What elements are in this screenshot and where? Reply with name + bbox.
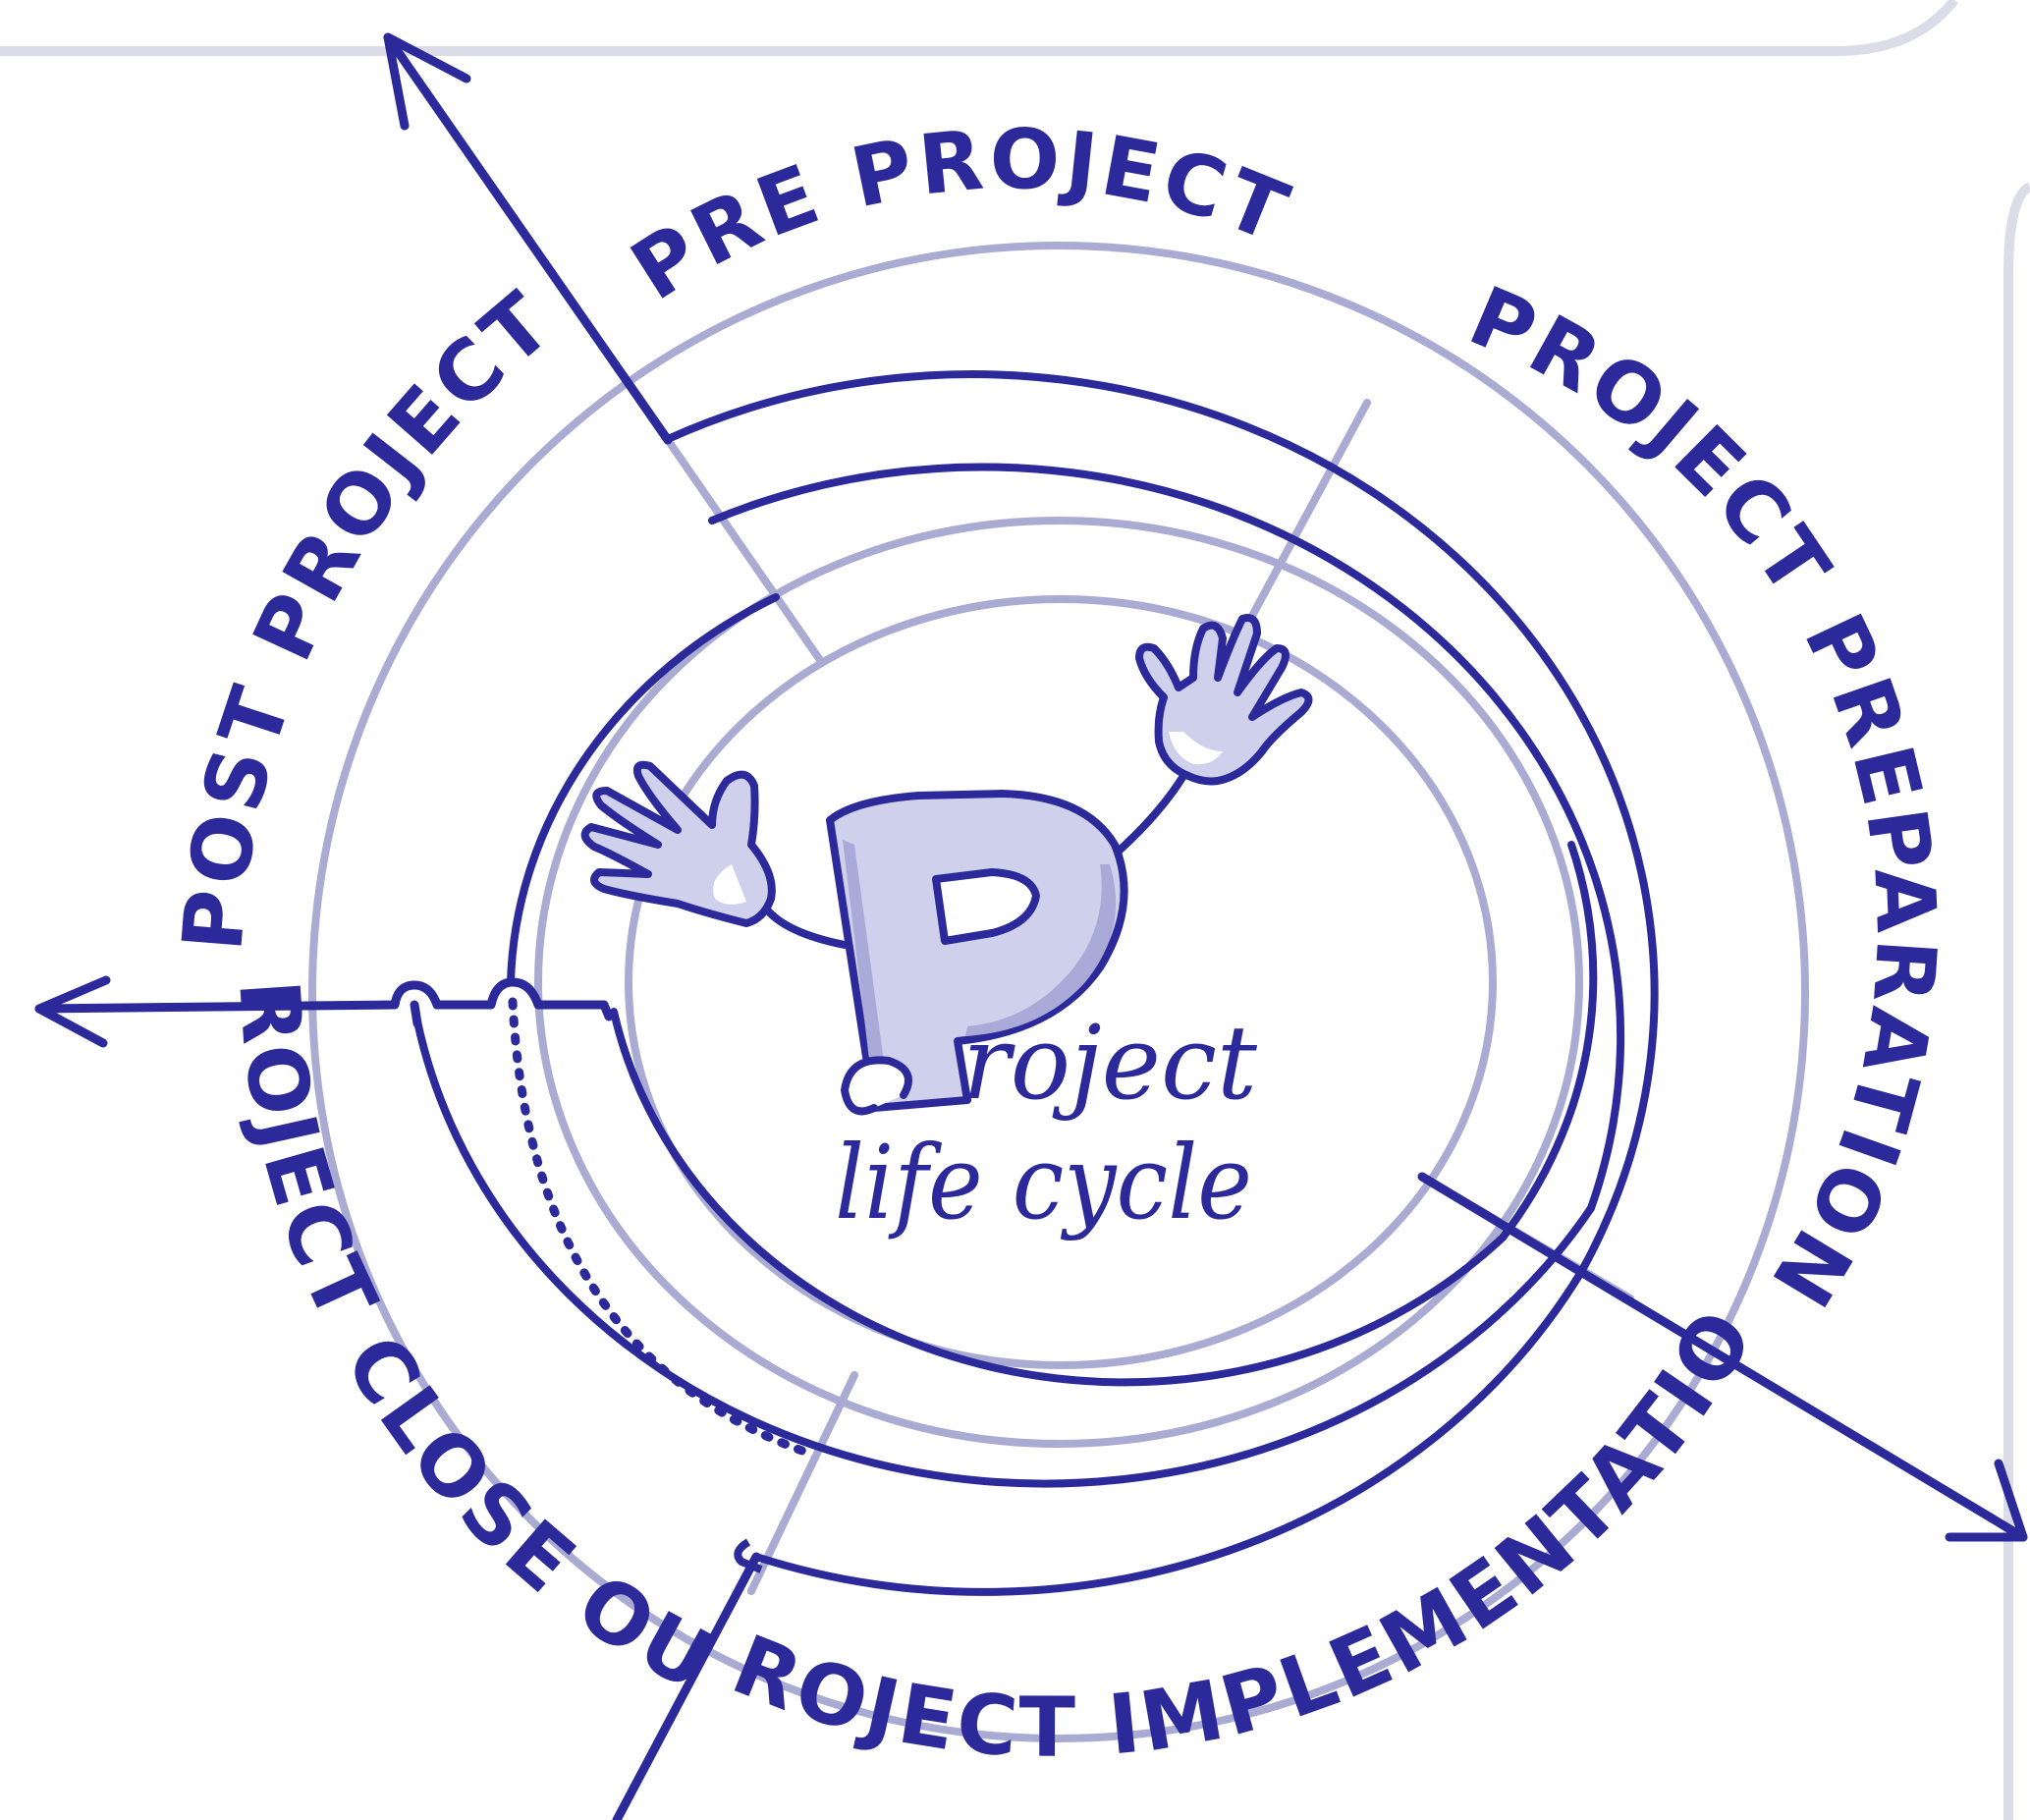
mascot xyxy=(580,614,1313,1116)
arrowhead-upleft xyxy=(383,32,471,131)
card-border-right xyxy=(2003,182,2030,1820)
center-title-roject: roject xyxy=(962,1003,1257,1123)
middle-dark-arc xyxy=(708,463,1625,1212)
mascot-letter-p-bowl xyxy=(932,868,1040,945)
center-title-line2: life cycle xyxy=(835,1123,1252,1242)
mascot-letter-p xyxy=(826,790,1128,1112)
outer-dark-arc xyxy=(664,370,1659,1276)
arrowhead-left xyxy=(34,975,111,1048)
phase-label-pre-project: PRE PROJECT xyxy=(615,111,1304,319)
axes xyxy=(34,32,2028,1820)
axis-left xyxy=(34,977,609,1014)
left-hand-icon xyxy=(580,760,776,927)
axis-downleft xyxy=(612,1552,761,1820)
close-out-dashed-arc xyxy=(508,997,815,1459)
card-border-top xyxy=(0,0,1958,56)
light-rings xyxy=(308,242,1809,1742)
phase-label-post-project: POST PROJECT xyxy=(164,272,572,955)
dark-ring-arcs xyxy=(413,370,1659,1596)
middle-light-ring xyxy=(534,517,1583,1448)
inner-light-ring xyxy=(625,595,1497,1369)
right-hand-icon xyxy=(1135,614,1313,786)
axis-downright xyxy=(1417,1172,2028,1542)
arrowhead-downright xyxy=(1945,1459,2028,1542)
mascot-right-arm xyxy=(1111,772,1187,858)
axis-upleft xyxy=(383,32,673,445)
outer-light-ring xyxy=(308,242,1809,1742)
mascot-left-arm xyxy=(762,905,849,949)
inner-dark-arc xyxy=(507,593,780,986)
